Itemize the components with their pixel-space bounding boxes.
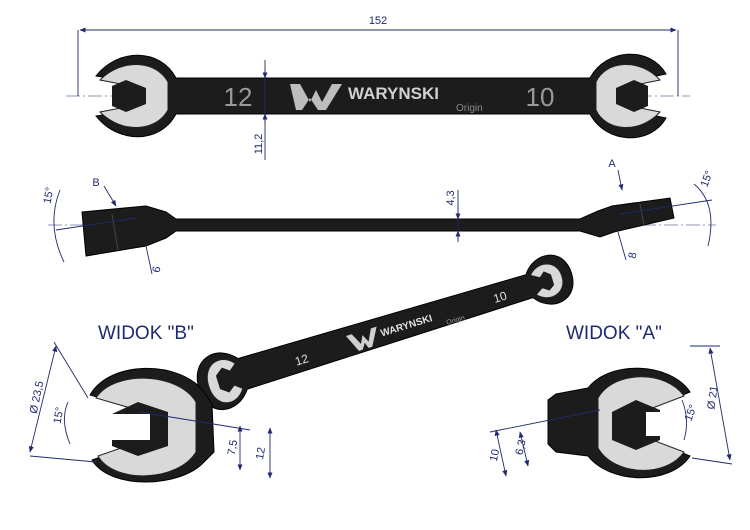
view-a-dia-ext-bottom	[691, 457, 733, 465]
view-a-size-ext	[489, 409, 601, 433]
brand-logo-icon	[290, 84, 342, 110]
view-b-marker: B	[92, 177, 99, 189]
side-right-edge	[639, 203, 645, 227]
wrench-top-body	[95, 53, 667, 139]
view-b: WIDOK "B" Ø 23,5 15° 7,5 12	[28, 323, 273, 483]
view-a-dia-line	[708, 347, 732, 461]
angle-a-leader	[619, 199, 713, 215]
view-b-slot	[80, 414, 150, 440]
brand-logo: WARYNSKI Origin	[290, 84, 483, 114]
angle-a-label: 15°	[699, 169, 716, 189]
end-b-extension	[145, 245, 153, 275]
brand-sub: Origin	[456, 103, 483, 114]
angle-a-arc	[693, 183, 712, 247]
view-a-angle-arc	[681, 399, 687, 441]
iso-left-hex	[215, 367, 236, 393]
view-b-gap-label: 7,5	[226, 439, 240, 456]
iso-size-left: 12	[293, 351, 310, 368]
view-a-gap-label: 6,3	[514, 439, 529, 456]
right-hex-opening	[616, 80, 648, 112]
right-ring-chrome	[595, 64, 661, 128]
view-a-marker: A	[608, 158, 616, 170]
side-view: B A 15° 15° 4,3 6 8	[42, 158, 716, 275]
end-b-width-label: 6	[151, 265, 164, 273]
total-length-label: 152	[369, 15, 387, 27]
view-a-gap-line	[518, 431, 530, 467]
view-b-title: WIDOK "B"	[98, 323, 194, 344]
top-view: 152 12 10 WARYNSKI Origin 11,2	[66, 15, 690, 160]
view-b-gap-ext	[139, 411, 251, 431]
end-a-extension	[617, 231, 627, 261]
angle-b-leader	[55, 217, 137, 231]
iso-view: 12 10 WARYNSKI Origin	[196, 254, 574, 411]
view-a-size-label: 10	[488, 448, 502, 462]
size-right-mark: 10	[526, 82, 555, 112]
view-b-dia-ext-top	[53, 341, 89, 399]
wrench-side-body	[81, 197, 675, 257]
angle-b-arc	[53, 189, 65, 263]
view-a: WIDOK "A" Ø 21 15° 10 6,3	[488, 323, 733, 479]
view-b-angle-label: 15°	[52, 406, 67, 424]
iso-right-hex	[539, 271, 555, 291]
view-b-angle-arc	[64, 401, 71, 445]
view-a-arrow	[617, 169, 624, 191]
end-a-width-label: 8	[627, 251, 640, 259]
view-a-slot	[646, 412, 720, 436]
iso-size-right: 10	[492, 288, 509, 305]
left-ring-chrome	[98, 64, 169, 128]
view-b-arrow	[103, 185, 117, 207]
side-left-edge	[111, 213, 119, 251]
size-left-mark: 12	[224, 82, 253, 112]
view-b-size-label: 12	[254, 446, 268, 460]
view-a-angle-label: 15°	[683, 403, 700, 423]
thickness-label: 11,2	[253, 134, 265, 155]
shank-thickness-label: 4,3	[445, 190, 457, 205]
brand-name: WARYNSKI	[348, 84, 439, 103]
view-b-dia-ext-bottom	[29, 455, 97, 463]
view-a-size-line	[494, 429, 508, 477]
view-b-dia-line	[28, 345, 58, 453]
left-hex-opening	[112, 80, 146, 112]
angle-b-label: 15°	[42, 186, 57, 204]
view-a-diameter-label: Ø 21	[705, 385, 720, 410]
iso-wrench-body	[196, 254, 574, 411]
view-a-title: WIDOK "A"	[566, 323, 662, 344]
iso-logo-icon	[345, 326, 377, 351]
